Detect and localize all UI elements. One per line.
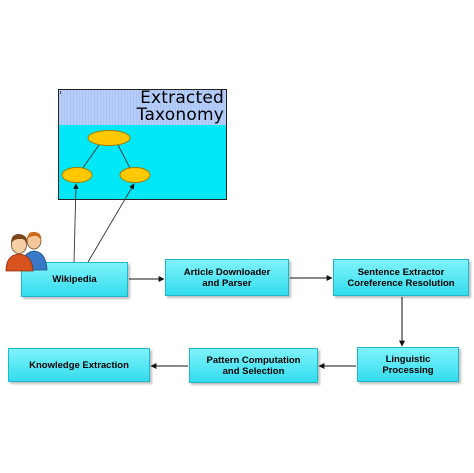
taxonomy-title-line2: Taxonomy [136, 105, 224, 125]
article-downloader-node: Article Downloader and Parser [165, 259, 289, 296]
linguistic-processing-label: Linguistic Processing [382, 353, 434, 376]
tree-edge-right [117, 144, 133, 173]
pattern-computation-node: Pattern Computation and Selection [189, 348, 318, 383]
header-mark [60, 91, 61, 94]
sentence-extractor-label: Sentence Extractor Coreference Resolutio… [347, 266, 455, 289]
wikipedia-label: Wikipedia [52, 274, 97, 285]
taxonomy-title-line1: Extracted [140, 89, 224, 108]
knowledge-extraction-node: Knowledge Extraction [8, 348, 150, 382]
users-icon [5, 231, 48, 272]
taxonomy-title: Extracted Taxonomy [114, 90, 224, 124]
linguistic-processing-node: Linguistic Processing [357, 347, 459, 382]
knowledge-extraction-label: Knowledge Extraction [29, 359, 129, 371]
pattern-computation-label: Pattern Computation and Selection [206, 354, 301, 377]
article-downloader-label: Article Downloader and Parser [183, 266, 271, 289]
sentence-extractor-node: Sentence Extractor Coreference Resolutio… [333, 259, 469, 296]
edge-wikipedia-to-right-node [87, 183, 135, 263]
taxonomy-left-node [61, 167, 93, 183]
taxonomy-right-node [119, 167, 151, 183]
taxonomy-root-node [87, 130, 131, 146]
tree-edge-left [79, 144, 100, 173]
taxonomy-header [59, 90, 226, 125]
edge-wikipedia-to-left-node [73, 183, 79, 263]
